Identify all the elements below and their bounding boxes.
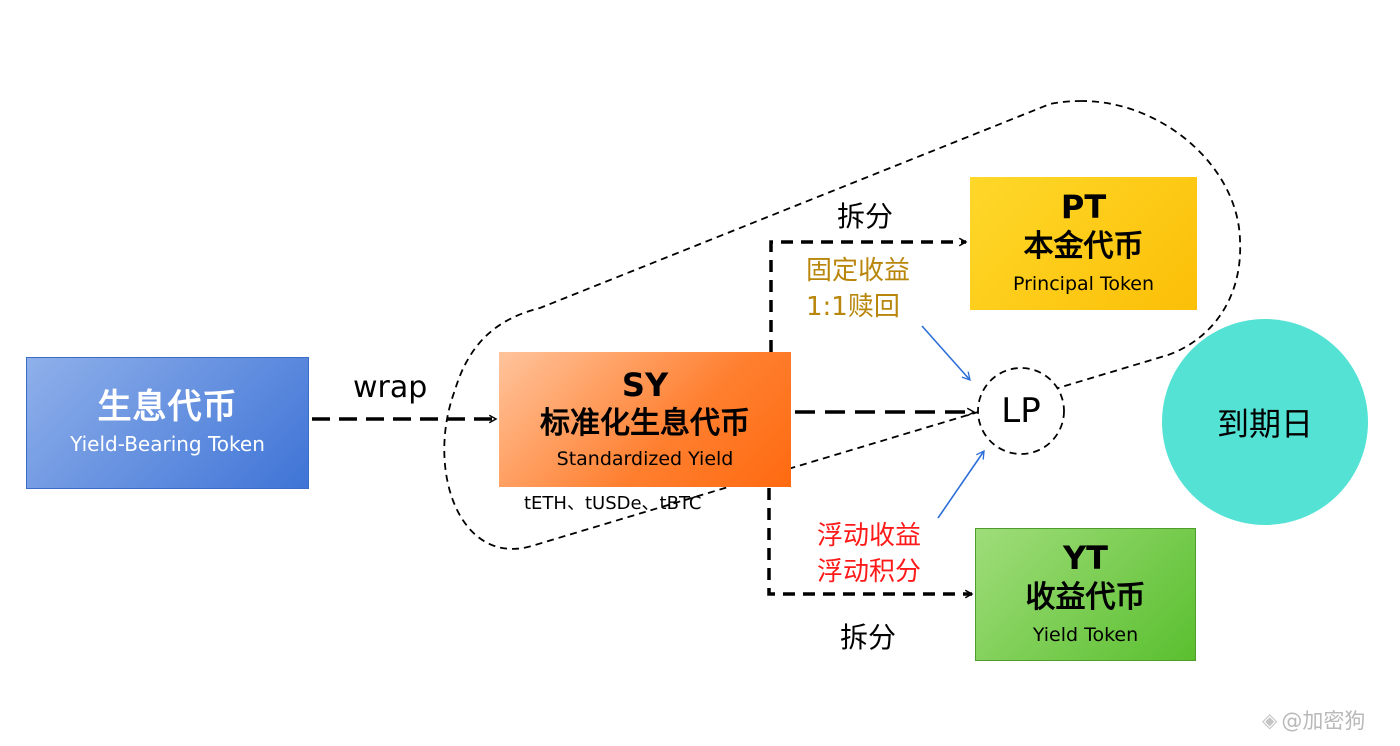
yt-note: 浮动收益 浮动积分: [817, 518, 921, 590]
sy-examples: tETH、tUSDe、tBTC: [524, 493, 702, 514]
pt-note-to-lp-arrow: [921, 325, 971, 382]
yt-note-line1: 浮动收益: [817, 521, 922, 551]
split-bottom-edge-label: 拆分: [840, 621, 897, 654]
ybt-en-label: Yield-Bearing Token: [70, 432, 265, 456]
pt-cn-label: 本金代币: [1023, 228, 1144, 264]
maturity-label: 到期日: [1216, 405, 1313, 443]
split-to-pt-arrow: [769, 242, 966, 352]
lp-label: LP: [1001, 391, 1041, 431]
split-top-edge-label: 拆分: [837, 200, 894, 233]
lp-circle: [977, 367, 1065, 455]
watermark-text: @加密狗: [1281, 709, 1366, 733]
diamond-logo-icon: ◈: [1262, 708, 1278, 732]
yt-code: YT: [1063, 538, 1108, 577]
yield-bearing-token-node: 生息代币 Yield-Bearing Token: [26, 357, 309, 489]
watermark: ◈ @加密狗: [1262, 705, 1365, 735]
sy-en-label: Standardized Yield: [556, 447, 734, 470]
pt-code: PT: [1060, 187, 1107, 226]
pt-note-line1: 固定收益: [806, 256, 911, 286]
pt-sy-lp-group-outline: [443, 100, 1241, 550]
yield-token-node: YT 收益代币 Yield Token: [975, 528, 1196, 661]
wrap-edge-label: wrap: [353, 370, 428, 405]
sy-cn-label: 标准化生息代币: [540, 405, 750, 441]
sy-code: SY: [621, 365, 669, 404]
split-to-yt-arrow: [767, 488, 972, 594]
maturity-date-circle: 到期日: [1162, 319, 1368, 525]
yt-en-label: Yield Token: [1032, 623, 1139, 646]
yt-cn-label: 收益代币: [1025, 579, 1146, 615]
pt-en-label: Principal Token: [1012, 272, 1155, 295]
yt-note-to-lp-arrow: [937, 449, 985, 519]
yt-note-line2: 浮动积分: [817, 557, 922, 587]
pt-note-line2: 1:1赎回: [806, 292, 900, 322]
standardized-yield-node: SY 标准化生息代币 Standardized Yield: [499, 352, 791, 487]
ybt-cn-label: 生息代币: [97, 387, 238, 427]
principal-token-node: PT 本金代币 Principal Token: [970, 177, 1197, 310]
pt-note: 固定收益 1:1赎回: [806, 253, 910, 325]
